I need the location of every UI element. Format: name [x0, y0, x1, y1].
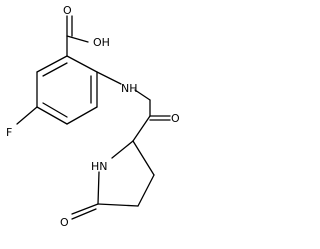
- amide-nh-label: NH: [121, 82, 138, 95]
- lactam-oxygen-label: O: [60, 216, 69, 229]
- pyrrolidinone-ring: [71, 140, 155, 220]
- benzene-ring: [36, 55, 98, 125]
- amide-linker: [96, 71, 171, 142]
- ring-nh-label: HN: [91, 160, 108, 173]
- hydroxyl-label: OH: [93, 36, 110, 49]
- carboxyl-oxygen-label: O: [63, 4, 72, 17]
- fluorine-label: F: [6, 126, 12, 139]
- carboxylic-acid-group: [66, 15, 89, 57]
- c-f-bond: [16, 106, 38, 125]
- molecule-structure: O OH F NH O HN O: [6, 4, 180, 229]
- amide-oxygen-label: O: [171, 112, 180, 125]
